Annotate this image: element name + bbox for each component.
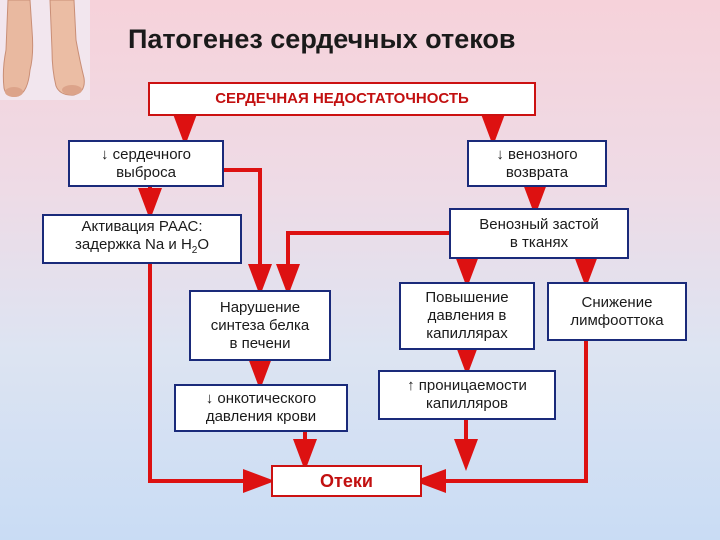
lymph-outflow-box: Снижение лимфооттока [547, 282, 687, 341]
protein-synthesis-line1: Нарушение [219, 298, 301, 316]
venous-return-line2: возврата [505, 163, 569, 181]
capillary-pressure-line2: давления в [427, 307, 507, 324]
oncotic-pressure-line1: ↓ онкотического [205, 390, 317, 407]
raas-line2-prefix: задержка Na и H [74, 236, 192, 253]
heart-failure-label: СЕРДЕЧНАЯ НЕДОСТАТОЧНОСТЬ [215, 90, 469, 107]
lymph-outflow-line2: лимфооттока [570, 311, 664, 329]
heart-failure-box: СЕРДЕЧНАЯ НЕДОСТАТОЧНОСТЬ [148, 82, 536, 116]
raas-activation-box: Активация РААС: задержка Na и H2O [42, 214, 242, 264]
capillary-pressure-line1: Повышение [425, 289, 509, 306]
protein-synthesis-box: Нарушение синтеза белка в печени [189, 290, 331, 361]
cardiac-output-line2: выброса [116, 163, 176, 181]
venous-stasis-line1: Венозный застой [479, 215, 599, 233]
capillary-pressure-line3: капиллярах [426, 325, 508, 342]
edema-box: Отеки [271, 465, 422, 497]
swollen-feet-image [0, 0, 90, 100]
oncotic-pressure-line2: давления крови [205, 408, 317, 425]
capillary-permeability-box: ↑ проницаемости капилляров [378, 370, 556, 420]
page-title: Патогенез сердечных отеков [128, 24, 516, 54]
raas-line1: Активация РААС: [81, 218, 203, 235]
raas-line2: задержка Na и H2O [75, 236, 209, 260]
capillary-permeability-line2: капилляров [425, 395, 509, 412]
raas-line2-suffix: O [197, 236, 210, 253]
venous-stasis-box: Венозный застой в тканях [449, 208, 629, 259]
cardiac-output-box: ↓ сердечного выброса [68, 140, 224, 187]
protein-synthesis-line3: в печени [229, 334, 291, 352]
venous-stasis-line2: в тканях [509, 233, 569, 251]
lymph-outflow-line1: Снижение [581, 293, 653, 311]
venous-return-line1: ↓ венозного [496, 145, 578, 163]
protein-synthesis-line2: синтеза белка [210, 316, 310, 334]
capillary-pressure-box: Повышение давления в капиллярах [399, 282, 535, 350]
oncotic-pressure-box: ↓ онкотического давления крови [174, 384, 348, 432]
capillary-permeability-line1: ↑ проницаемости [407, 377, 527, 394]
cardiac-output-line1: ↓ сердечного [100, 145, 192, 163]
venous-return-box: ↓ венозного возврата [467, 140, 607, 187]
edema-label: Отеки [320, 471, 373, 491]
raas-line2-sub: 2 [191, 245, 198, 256]
